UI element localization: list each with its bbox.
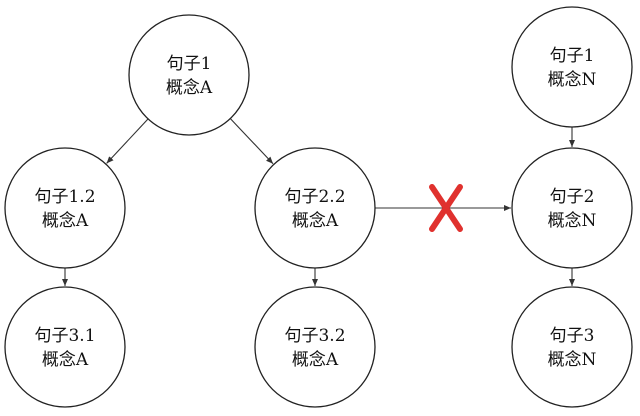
node-circle bbox=[511, 6, 633, 128]
cross-stroke-2 bbox=[429, 184, 463, 232]
node-s1a: 句子1 概念A bbox=[128, 14, 250, 136]
node-concept-label: 概念A bbox=[292, 210, 339, 231]
node-circle bbox=[254, 147, 376, 269]
node-sentence-label: 句子1.2 bbox=[34, 187, 95, 207]
node-concept-label: 概念N bbox=[548, 349, 597, 370]
node-circle bbox=[4, 286, 126, 408]
blocked-cross-icon bbox=[429, 184, 463, 232]
node-circle bbox=[511, 286, 633, 408]
node-sentence-label: 句子2.2 bbox=[284, 187, 345, 207]
node-concept-label: 概念A bbox=[166, 77, 213, 98]
node-circle bbox=[254, 286, 376, 408]
node-s2n: 句子2 概念N bbox=[511, 147, 633, 269]
node-circle bbox=[511, 147, 633, 269]
node-s22a: 句子2.2 概念A bbox=[254, 147, 376, 269]
node-s12a: 句子1.2 概念A bbox=[4, 147, 126, 269]
node-sentence-label: 句子1 bbox=[550, 46, 595, 66]
edge-s1a-to-s12a bbox=[106, 118, 149, 164]
node-s1n: 句子1 概念N bbox=[511, 6, 633, 128]
marks-layer bbox=[429, 184, 463, 232]
node-concept-label: 概念A bbox=[292, 349, 339, 370]
node-s3n: 句子3 概念N bbox=[511, 286, 633, 408]
node-concept-label: 概念A bbox=[42, 349, 89, 370]
node-s32a: 句子3.2 概念A bbox=[254, 286, 376, 408]
node-circle bbox=[128, 14, 250, 136]
edge-s1a-to-s22a bbox=[229, 118, 274, 165]
node-s31a: 句子3.1 概念A bbox=[4, 286, 126, 408]
node-concept-label: 概念A bbox=[42, 210, 89, 231]
node-circle bbox=[4, 147, 126, 269]
node-concept-label: 概念N bbox=[548, 69, 597, 90]
node-sentence-label: 句子2 bbox=[550, 187, 595, 207]
node-sentence-label: 句子3.1 bbox=[34, 326, 95, 346]
node-sentence-label: 句子3.2 bbox=[284, 326, 345, 346]
node-sentence-label: 句子1 bbox=[167, 54, 212, 74]
nodes-layer: 句子1概念A句子1.2概念A句子2.2概念A句子3.1概念A句子3.2概念A句子… bbox=[4, 6, 633, 408]
node-sentence-label: 句子3 bbox=[550, 326, 595, 346]
node-concept-label: 概念N bbox=[548, 210, 597, 231]
